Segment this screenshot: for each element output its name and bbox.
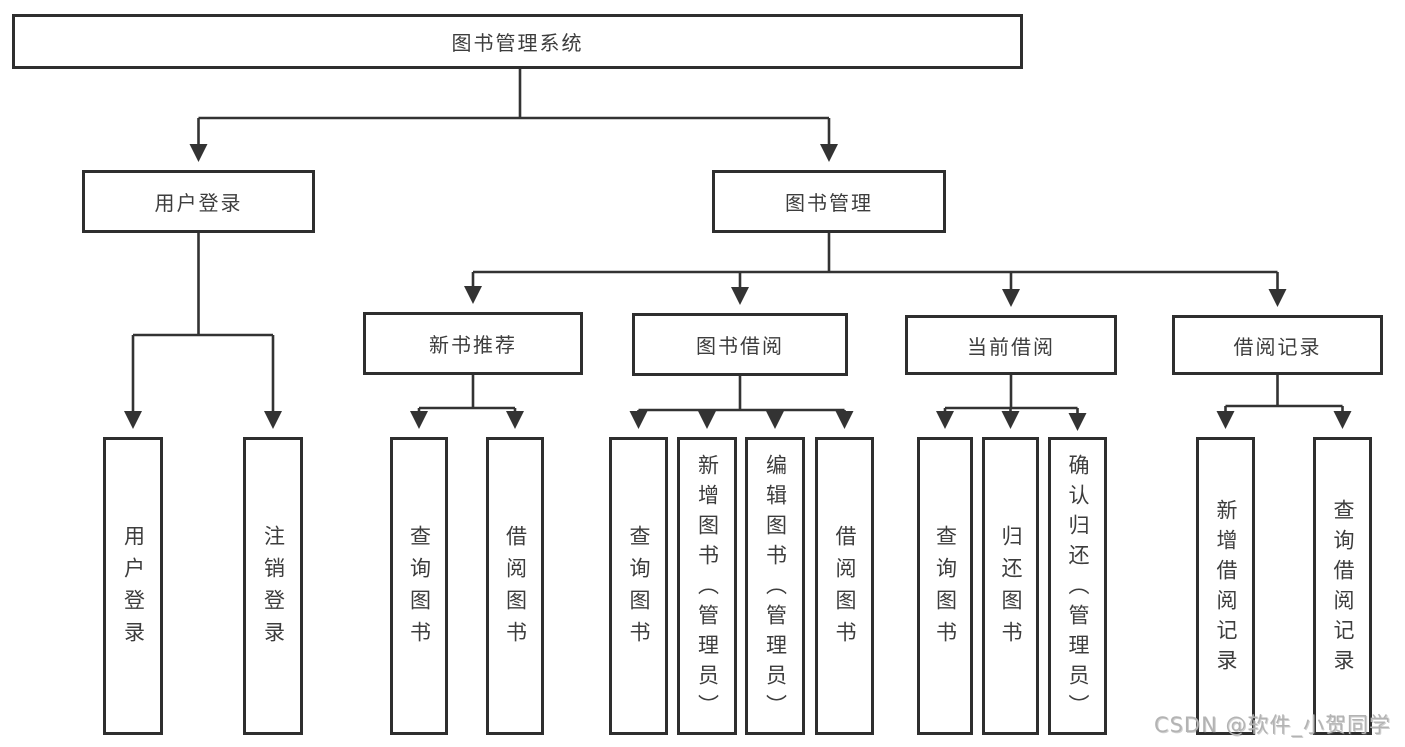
node-book-management: 图书管理 <box>712 170 946 233</box>
node-query-book: 查询图书 <box>390 437 448 735</box>
node-edit-book-admin: 编辑图书（管理员） <box>745 437 805 735</box>
node-user-login: 用户登录 <box>103 437 163 735</box>
node-borrow-book: 借阅图书 <box>486 437 544 735</box>
connector-path <box>133 69 1343 412</box>
node-add-book-admin: 新增图书（管理员） <box>677 437 737 735</box>
node-current-borrow: 当前借阅 <box>905 315 1117 375</box>
node-book-borrow: 图书借阅 <box>632 313 848 376</box>
node-library-management-system: 图书管理系统 <box>12 14 1023 69</box>
node-query-book: 查询图书 <box>609 437 668 735</box>
node-user-login-branch: 用户登录 <box>82 170 315 233</box>
node-borrow-record: 借阅记录 <box>1172 315 1383 375</box>
node-logout-login: 注销登录 <box>243 437 303 735</box>
node-query-book: 查询图书 <box>917 437 973 735</box>
node-return-book: 归还图书 <box>982 437 1039 735</box>
node-confirm-return-admin: 确认归还（管理员） <box>1048 437 1107 735</box>
csdn-watermark: CSDN @软件_小贺同学 <box>1153 713 1391 737</box>
node-add-borrow-record: 新增借阅记录 <box>1196 437 1255 735</box>
node-query-borrow-record: 查询借阅记录 <box>1313 437 1372 735</box>
node-borrow-book: 借阅图书 <box>815 437 874 735</box>
node-new-book-recommend: 新书推荐 <box>363 312 583 375</box>
